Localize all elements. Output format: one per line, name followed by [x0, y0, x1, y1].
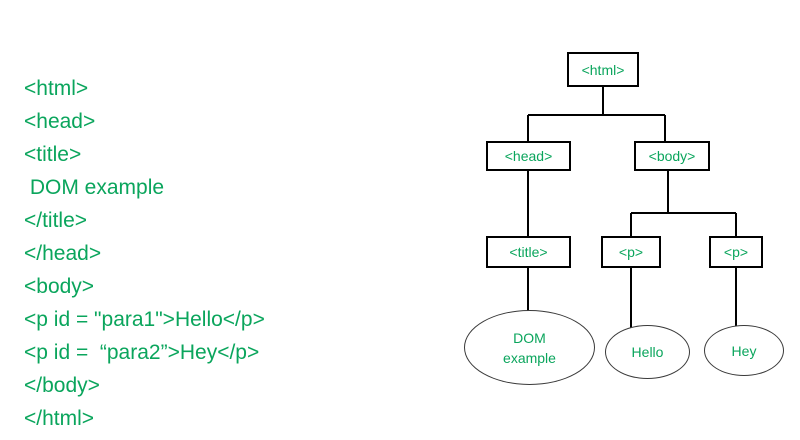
- tree-node-body[interactable]: <body>: [634, 141, 710, 171]
- tree-text-node-title[interactable]: DOM example: [464, 310, 595, 385]
- code-line: <html>: [24, 77, 89, 100]
- tree-node-title-label: <title>: [509, 244, 548, 260]
- tree-text-node-hey[interactable]: Hey: [704, 325, 784, 376]
- code-line: <body>: [24, 275, 95, 298]
- code-line: <p id = "para1">Hello</p>: [24, 308, 265, 331]
- code-line: <head>: [24, 110, 96, 133]
- code-line: DOM example: [24, 176, 165, 199]
- tree-text-node-hello-label: Hello: [631, 344, 664, 360]
- tree-text-node-hey-label: Hey: [731, 342, 757, 359]
- tree-node-body-label: <body>: [648, 148, 696, 164]
- tree-node-head-label: <head>: [504, 148, 553, 164]
- tree-node-p1[interactable]: <p>: [601, 236, 661, 268]
- tree-text-node-title-line1: DOM: [513, 329, 546, 346]
- tree-node-html[interactable]: <html>: [567, 52, 639, 87]
- code-line: </head>: [24, 242, 102, 265]
- tree-text-node-hello[interactable]: Hello: [605, 325, 690, 379]
- code-line: <title>: [24, 143, 82, 166]
- tree-node-head[interactable]: <head>: [486, 141, 571, 171]
- tree-node-p2-label: <p>: [723, 244, 749, 260]
- tree-node-title[interactable]: <title>: [486, 236, 571, 268]
- tree-node-p1-label: <p>: [618, 244, 644, 260]
- tree-text-node-title-line2: example: [503, 349, 556, 366]
- tree-node-p2[interactable]: <p>: [709, 236, 763, 268]
- code-line: <p id = “para2”>Hey</p>: [24, 341, 260, 364]
- code-line: </body>: [24, 374, 100, 397]
- code-line: </html>: [24, 407, 95, 430]
- code-line: </title>: [24, 209, 88, 232]
- tree-node-html-label: <html>: [581, 61, 625, 78]
- html-source-code-listing: <html> <head> <title> DOM example </titl…: [24, 72, 354, 435]
